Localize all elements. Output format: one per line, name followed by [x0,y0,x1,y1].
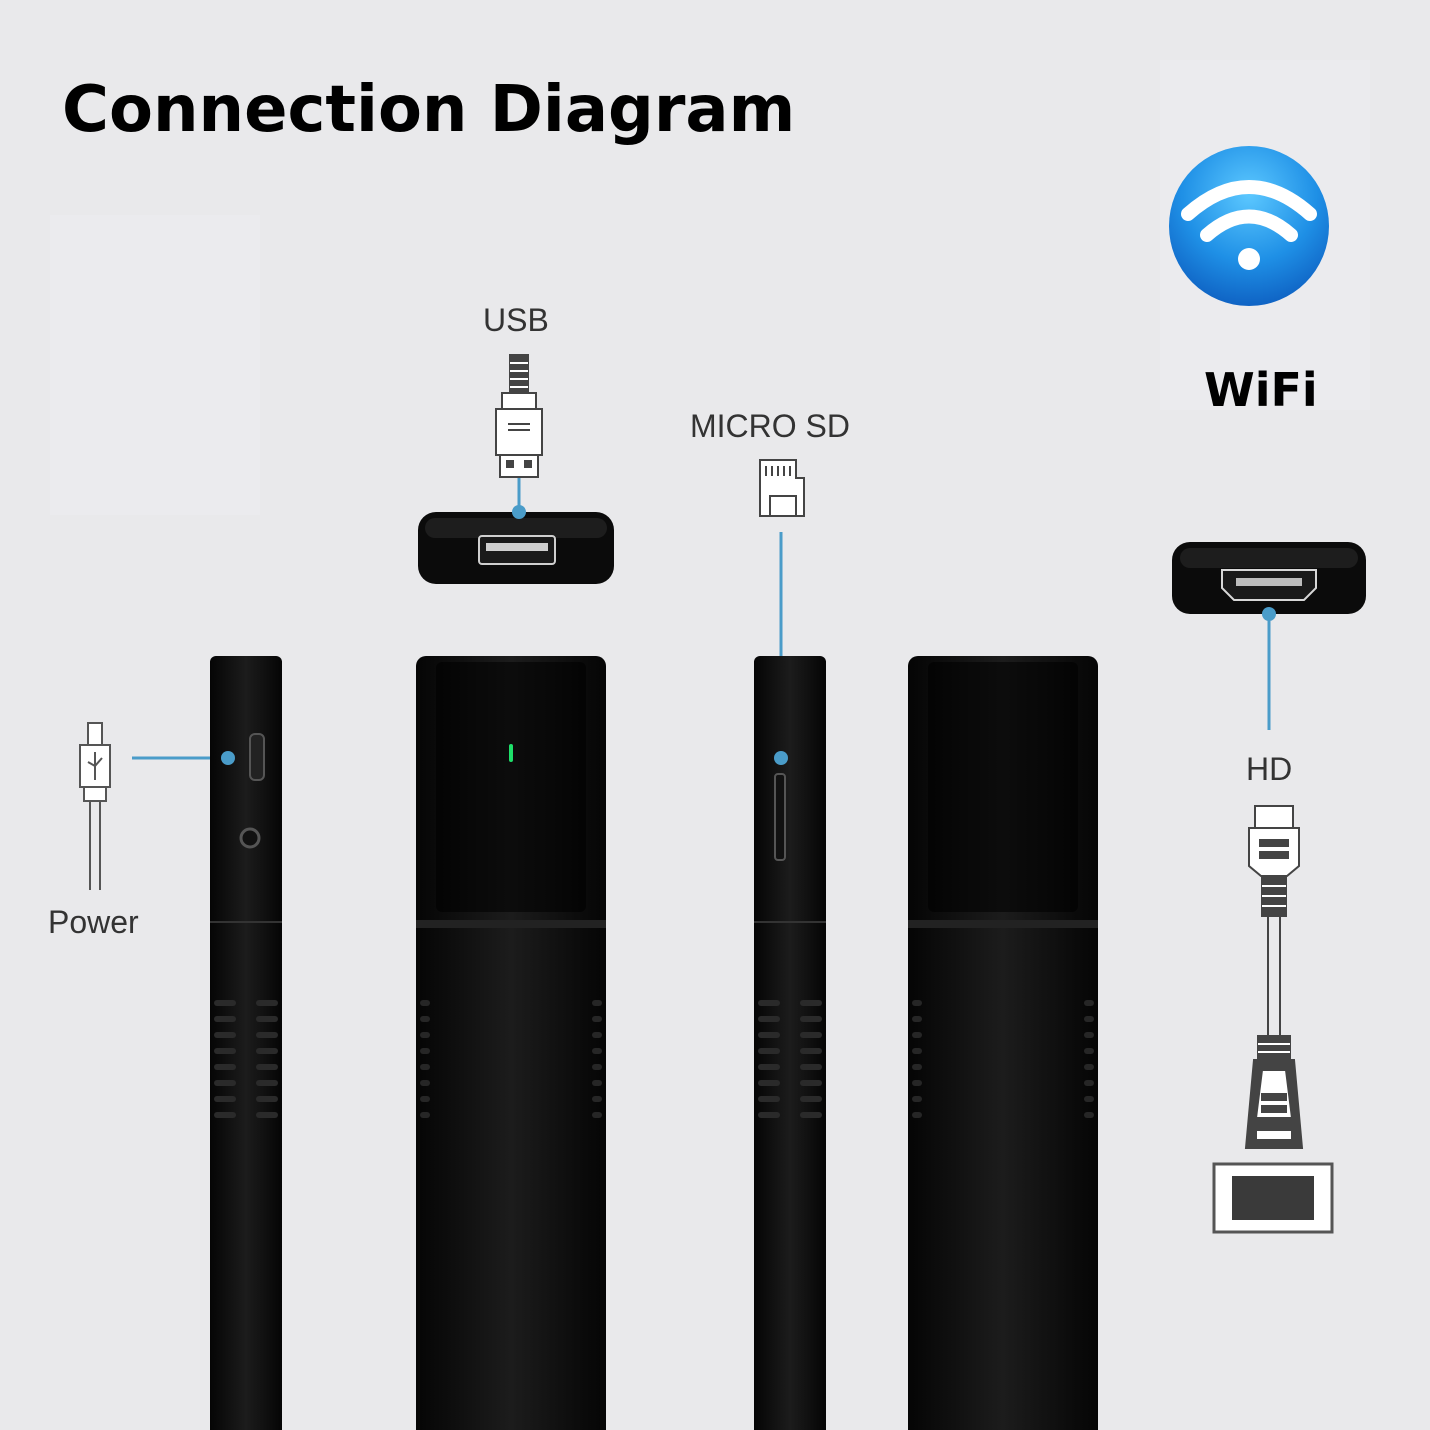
usb-plug-icon [495,354,543,478]
hdmi-port-module [1172,542,1366,621]
power-label: Power [48,904,139,940]
hdmi-plug-icon [1244,805,1304,1149]
usb-port-module [418,505,614,584]
wifi-icon [1169,146,1329,306]
dongle-front-view [416,656,606,1430]
dongle-back-view [908,656,1098,1430]
micro-sd-card-icon [759,459,805,517]
page-title: Connection Diagram [62,73,796,147]
dongle-side-view-power [210,656,282,1430]
hd-label: HD [1246,751,1293,787]
micro-sd-label: MICRO SD [690,408,850,444]
indicator-led [509,744,513,762]
dongle-side-view-sd [754,656,826,1430]
wifi-label: WiFi [1204,363,1318,417]
micro-usb-plug-icon [79,722,111,890]
usb-label: USB [483,302,549,338]
monitor-icon [1212,1162,1334,1234]
